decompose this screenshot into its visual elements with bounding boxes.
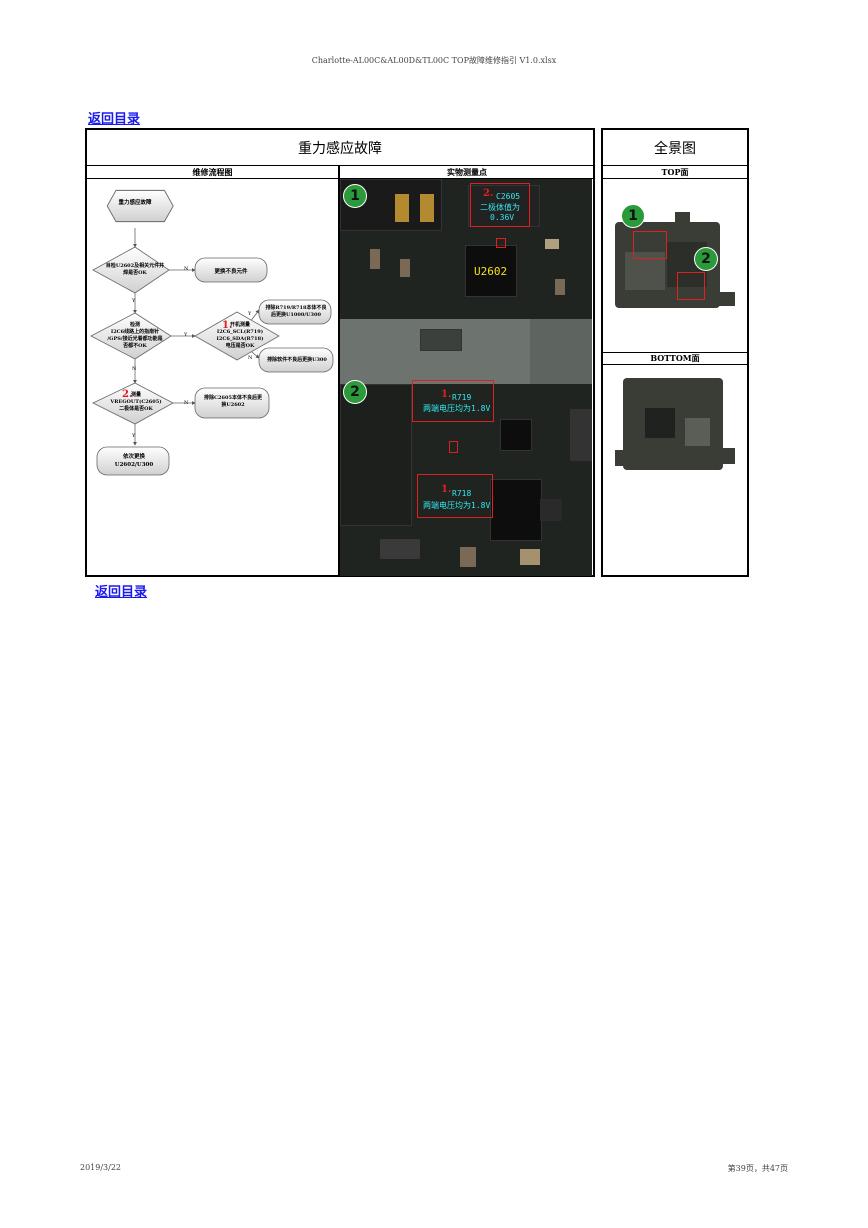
flow-y-label: Y <box>132 433 136 439</box>
flow-action-1 <box>194 257 268 283</box>
flow-n-label: N <box>248 355 253 361</box>
r719-ref: R719 <box>452 393 472 402</box>
r718-number: 1. <box>441 484 452 495</box>
points-column-header: 实物测量点 <box>447 167 487 177</box>
divider <box>86 165 594 166</box>
top-area-1-highlight <box>633 231 667 259</box>
divider <box>86 178 594 179</box>
back-to-toc-link-top[interactable]: 返回目录 <box>88 112 141 127</box>
r719-text: 两端电压均为1.8V <box>423 404 491 413</box>
top-side-label: TOP面 <box>661 167 689 177</box>
column-divider <box>338 165 340 576</box>
divider <box>602 178 748 179</box>
c2605-text: 二极体值为 <box>480 203 520 212</box>
flow-action-3b <box>258 347 334 373</box>
footer-page-number: 第39页，共47页 <box>727 1164 788 1173</box>
page-header-filename: Charlotte-AL00C&AL00D&TL00C TOP故障维修指引 V1… <box>311 56 557 65</box>
c2605-point <box>496 238 506 248</box>
c2605-number: 2. <box>483 188 494 199</box>
flow-action-4-label: 排除C2605本体不良后更 换U2602 <box>204 395 262 408</box>
flow-y-label: Y <box>184 332 188 338</box>
c2605-value: 0.36V <box>490 213 515 222</box>
r719-point <box>449 441 458 453</box>
bottom-side-board-photo <box>615 378 735 470</box>
flow-decision-1-label: 目检U2602及相关元件并 焊是否OK <box>105 263 165 276</box>
flow-action-4 <box>194 387 270 419</box>
marker-1: 1 <box>343 184 367 208</box>
u2602-label: U2602 <box>474 265 508 278</box>
flow-end-label: 依次更换 U2602/U300 <box>114 454 154 468</box>
flow-decision-3-number: 1. <box>222 320 233 331</box>
r719-number: 1. <box>441 389 452 400</box>
overview-marker-1: 1 <box>621 204 645 228</box>
overview-title: 全景图 <box>654 141 696 157</box>
flow-action-3b-label: 排除软件不良后更换U300 <box>267 357 327 363</box>
flow-decision-4 <box>92 382 174 425</box>
flow-n-label: N <box>132 366 137 372</box>
flow-end-shape <box>96 446 170 476</box>
flow-action-3a <box>258 299 332 325</box>
flow-action-1-label: 更换不良元件 <box>214 269 248 275</box>
flow-action-3a-label: 排除R719/R718本体不良 后更换U1000/U300 <box>265 305 327 318</box>
top-area-2-highlight <box>677 272 705 300</box>
r718-ref: R718 <box>452 489 472 498</box>
divider <box>602 364 748 365</box>
repair-flowchart <box>90 189 334 476</box>
flow-start-shape <box>106 189 174 223</box>
bottom-side-label: BOTTOM面 <box>650 353 700 363</box>
back-to-toc-link-bottom[interactable]: 返回目录 <box>95 585 148 600</box>
c2605-ref: C2605 <box>496 192 521 201</box>
flow-start-label: 重力感应故障 <box>118 200 152 206</box>
footer-date: 2019/3/22 <box>80 1163 122 1172</box>
r718-highlight <box>417 474 493 518</box>
r718-text: 两端电压均为1.8V <box>423 501 491 510</box>
pcb-measurement-photo <box>340 179 592 576</box>
flow-decision-3-label: 开机测量 I2C6_SCL(R719) I2C6_SDA(R718) 电压是否O… <box>216 322 264 349</box>
flow-y-label: Y <box>132 298 136 304</box>
flow-decision-3 <box>194 311 280 361</box>
r719-highlight <box>412 380 494 422</box>
flow-y-label: Y <box>248 311 252 317</box>
flow-decision-4-number: 2. <box>122 389 133 400</box>
flow-column-header: 维修流程图 <box>192 167 233 177</box>
overview-marker-2: 2 <box>694 247 718 271</box>
marker-2: 2 <box>343 380 367 404</box>
c2605-highlight <box>470 183 530 227</box>
flow-decision-2 <box>90 312 172 360</box>
divider <box>602 165 748 166</box>
flow-n-label: N <box>184 266 189 272</box>
flow-decision-2-label: 检测 I2C6线路上的指南针 /GPS/接近光着都功能是 否都不OK <box>107 322 163 349</box>
main-table <box>85 128 595 577</box>
flow-n-label: N <box>184 400 189 406</box>
main-table-title: 重力感应故障 <box>298 141 382 157</box>
flow-decision-1 <box>92 246 170 294</box>
flow-decision-4-label: 测量 VREGOUT(C2605) 二极体是否OK <box>110 392 162 412</box>
divider <box>602 352 748 353</box>
